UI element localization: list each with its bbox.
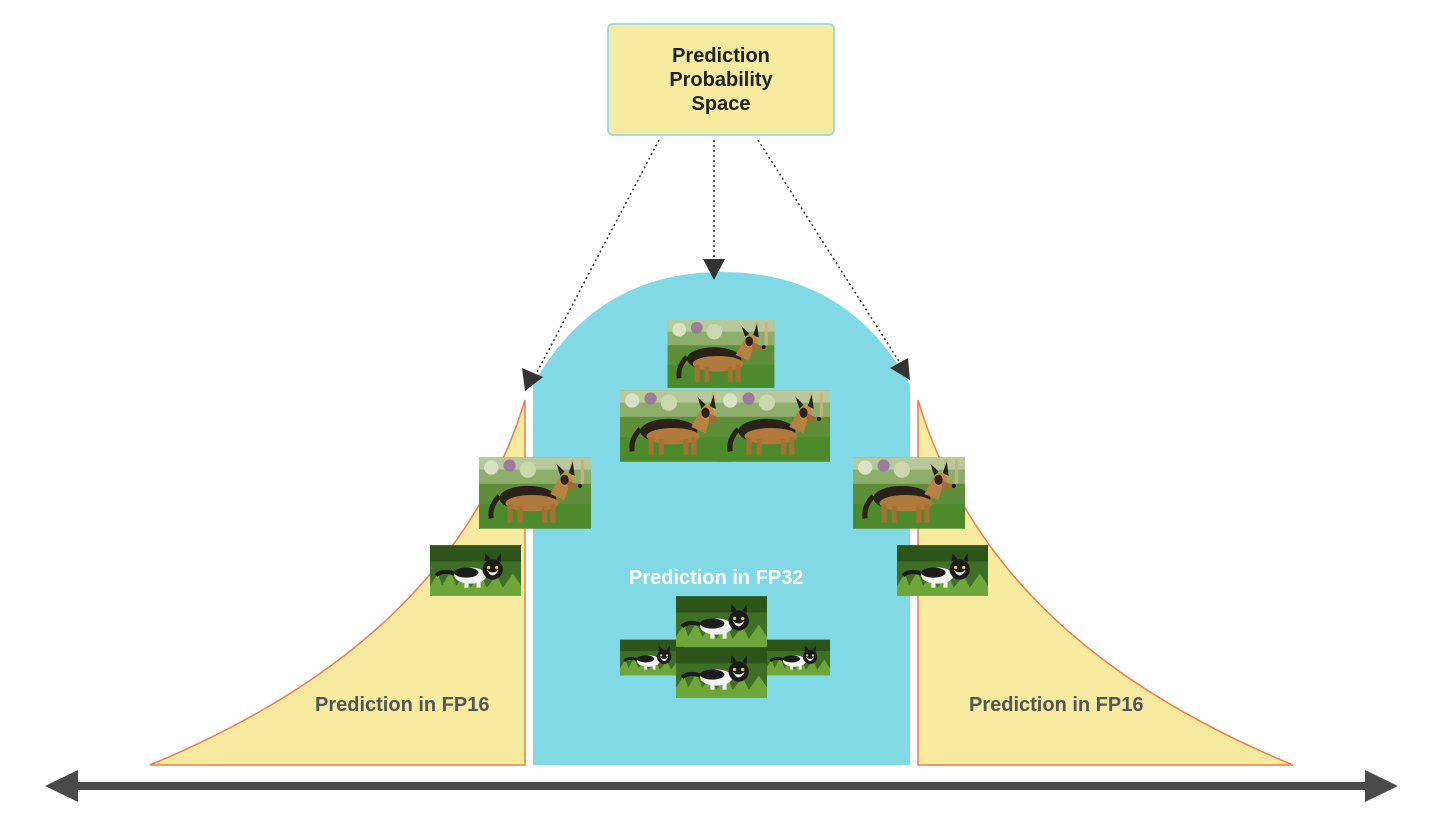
cat-photo-icon xyxy=(676,647,767,698)
fp16-right-label: Prediction in FP16 xyxy=(969,694,1144,716)
dog-photo-icon xyxy=(479,457,591,528)
fp32-center-label: Prediction in FP32 xyxy=(629,567,804,589)
cat-photo-icon xyxy=(620,640,684,676)
dog-photo-icon xyxy=(853,457,965,528)
cat-photo-icon xyxy=(897,545,988,596)
fp16-left-region xyxy=(149,399,526,766)
axis-left-arrow-icon xyxy=(45,770,78,802)
fp16-left-label: Prediction in FP16 xyxy=(315,694,490,716)
horizontal-axis xyxy=(45,770,1398,802)
arrow-head-left-icon xyxy=(522,368,543,391)
dog-photo-icon xyxy=(718,390,830,461)
pointer-arrows xyxy=(522,139,910,391)
prediction-probability-space-box: Prediction Probability Space xyxy=(607,23,835,136)
arrow-head-center-icon xyxy=(703,259,725,280)
cat-photo-icon xyxy=(430,545,521,596)
cat-photo-icon xyxy=(676,596,767,647)
box-title: Prediction Probability Space xyxy=(669,44,773,115)
dog-photo-icon xyxy=(620,390,732,461)
arrow-head-right-icon xyxy=(890,358,910,380)
cat-photo-icon xyxy=(766,640,830,676)
dog-photo-icon xyxy=(668,320,775,388)
axis-right-arrow-icon xyxy=(1365,770,1398,802)
